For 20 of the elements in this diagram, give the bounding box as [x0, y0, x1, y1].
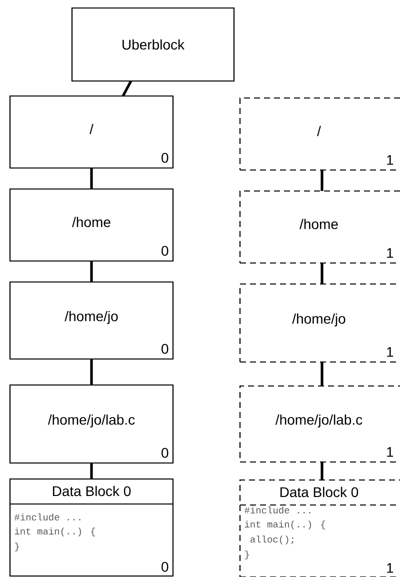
connector-line	[122, 80, 132, 97]
block-box: Uberblock	[71, 7, 235, 82]
connector-line	[320, 462, 324, 480]
connector-line	[320, 362, 324, 386]
connector-line	[90, 168, 93, 189]
connector-line	[320, 170, 324, 191]
block-box: / 1	[239, 97, 400, 171]
connector-line	[90, 359, 93, 385]
connector-line	[90, 463, 93, 479]
block-box: /home/jo/lab.c 1	[239, 385, 400, 463]
block-box: /home/jo/lab.c 0	[9, 384, 174, 464]
data-block-box: Data Block 0 #include ... int main(..) { alloc(); } 1	[239, 479, 400, 577]
block-box: /home/jo 0	[9, 281, 174, 360]
block-box: /home 1	[239, 190, 400, 264]
block-box: /home/jo 1	[239, 283, 400, 363]
block-box: / 0	[9, 95, 174, 169]
connector-line	[90, 261, 93, 282]
block-box: /home 0	[9, 188, 174, 262]
data-block-box: Data Block 0 #include ... int main(..) { } 0	[9, 478, 174, 577]
connector-line	[320, 263, 324, 284]
